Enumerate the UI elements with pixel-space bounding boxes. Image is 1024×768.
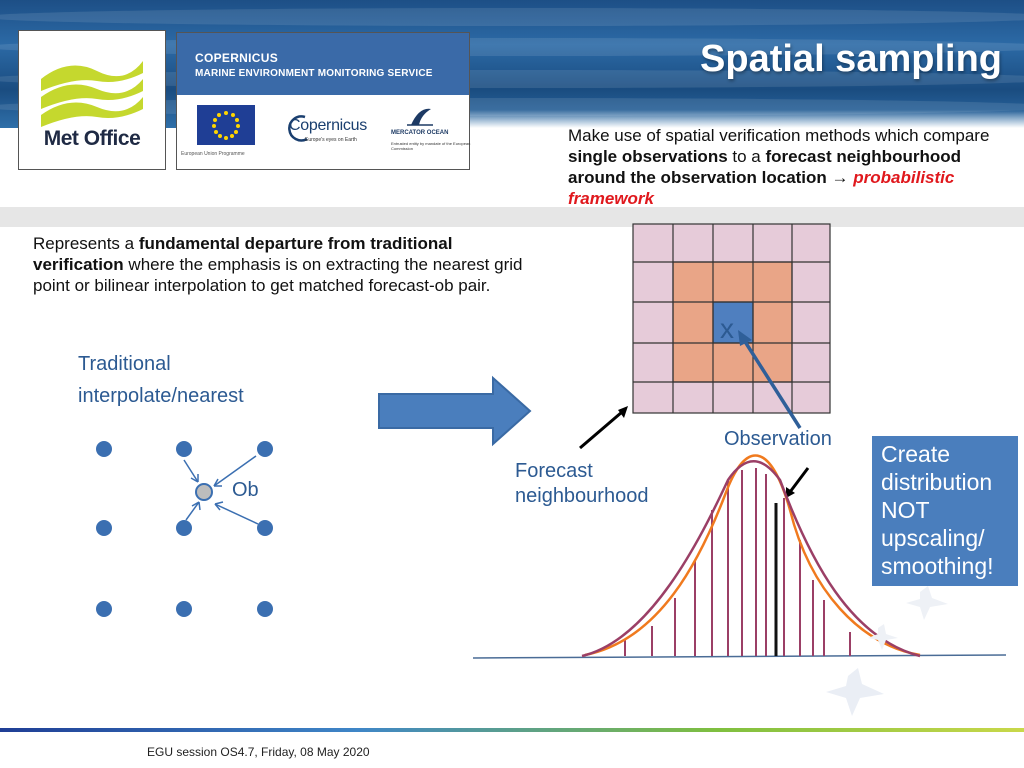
callout-line: distribution xyxy=(881,469,993,495)
arrowhead-icon xyxy=(786,487,795,498)
curve-pointer-arrow xyxy=(788,467,810,493)
interpolation-arrows xyxy=(183,455,259,525)
eu-stars-icon xyxy=(212,111,240,140)
block-arrow-icon xyxy=(378,375,532,447)
callout-line: smoothing! xyxy=(881,553,994,579)
callout-line: Create xyxy=(881,441,951,467)
copernicus-tagline: Europe's eyes on Earth xyxy=(305,137,357,143)
body-bold-fundamental-departure: fundamental departure from traditional v… xyxy=(33,234,453,274)
callout-line: NOT xyxy=(881,497,930,523)
copernicus-title: COPERNICUS xyxy=(195,51,279,65)
intro-bold-single-observations: single observations xyxy=(568,147,728,166)
intro-text-part: to a xyxy=(727,147,766,166)
copernicus-swirl-icon xyxy=(288,115,308,142)
grid-point-dot xyxy=(96,441,112,457)
star-watermark-icon xyxy=(826,668,884,716)
grey-divider-band xyxy=(0,207,1024,227)
arrow-icon: → xyxy=(826,168,854,187)
traditional-grid-points xyxy=(96,441,273,617)
neighbourhood-label: neighbourhood xyxy=(515,485,649,507)
histogram-bars xyxy=(624,468,851,656)
intro-bold-forecast-neighbourhood: forecast neighbourhood around the observ… xyxy=(568,147,961,187)
grid-center-x: x xyxy=(720,313,734,344)
body-text-part: Represents a xyxy=(33,234,139,253)
mercator-sail-icon xyxy=(407,108,433,126)
grid-point-dot xyxy=(176,441,192,457)
eu-caption: European Union Programme xyxy=(181,151,245,157)
copernicus-subtitle: MARINE ENVIRONMENT MONITORING SERVICE xyxy=(195,68,433,79)
met-office-wordmark: Met Office xyxy=(43,127,141,150)
copernicus-wordmark: Copernicus xyxy=(289,117,367,134)
neighbourhood-grid xyxy=(632,223,831,414)
callout-line: upscaling/ xyxy=(881,525,985,551)
arrowhead-icon xyxy=(618,406,628,418)
observation-label: Observation xyxy=(724,428,832,450)
grid-point-dot xyxy=(257,520,273,536)
orange-distribution-curve xyxy=(584,454,921,657)
callout-box: Create distribution NOT upscaling/ smoot… xyxy=(872,436,1018,586)
grid-point-dot xyxy=(257,601,273,617)
grid-point-dot xyxy=(257,441,273,457)
footer-color-line xyxy=(0,728,1024,732)
copernicus-banner xyxy=(177,33,469,95)
header-fade xyxy=(380,110,1024,128)
interp-arrow xyxy=(185,501,200,521)
observation-point-dot xyxy=(195,483,213,501)
met-office-logo: Met Office xyxy=(18,30,166,170)
distribution-plot xyxy=(472,454,1007,659)
forecast-label: Forecast xyxy=(515,460,593,482)
intro-text: Make use of spatial verification methods… xyxy=(568,125,1008,209)
star-watermark-icon xyxy=(868,624,898,650)
intro-highlight-probabilistic: probabilistic framework xyxy=(568,168,955,208)
page-title: Spatial sampling xyxy=(700,38,1002,80)
interp-arrow xyxy=(213,455,257,487)
ob-label: Ob xyxy=(232,479,259,501)
arrowhead-icon xyxy=(738,330,752,346)
mercator-caption: Entrusted entity by mandate of the Europ… xyxy=(391,141,471,151)
traditional-label: Traditional xyxy=(78,353,171,375)
wave-decoration xyxy=(0,8,1024,26)
grid-point-dot xyxy=(176,601,192,617)
forecast-pointer-arrow xyxy=(579,410,623,450)
copernicus-marine-logo: COPERNICUS MARINE ENVIRONMENT MONITORING… xyxy=(176,32,470,170)
grid-point-dot xyxy=(96,601,112,617)
met-office-waves-icon xyxy=(41,61,143,127)
footer-text: EGU session OS4.7, Friday, 08 May 2020 xyxy=(147,745,370,759)
smooth-distribution-curve xyxy=(581,460,921,658)
body-text: Represents a fundamental departure from … xyxy=(33,233,543,296)
interpolate-label: interpolate/nearest xyxy=(78,385,244,407)
grid-point-dot xyxy=(96,520,112,536)
mercator-wordmark: MERCATOR OCEAN xyxy=(391,130,449,136)
observation-pointer-arrow xyxy=(742,339,802,429)
grid-point-dot xyxy=(176,520,192,536)
body-text-part: where the emphasis is on extracting the … xyxy=(33,255,523,295)
interp-arrow xyxy=(183,459,199,483)
intro-text-part: Make use of spatial verification methods… xyxy=(568,126,990,145)
baseline-axis xyxy=(472,654,1007,659)
star-watermark-icon xyxy=(906,586,948,620)
interp-arrow xyxy=(214,503,259,525)
eu-flag-icon xyxy=(197,105,255,145)
